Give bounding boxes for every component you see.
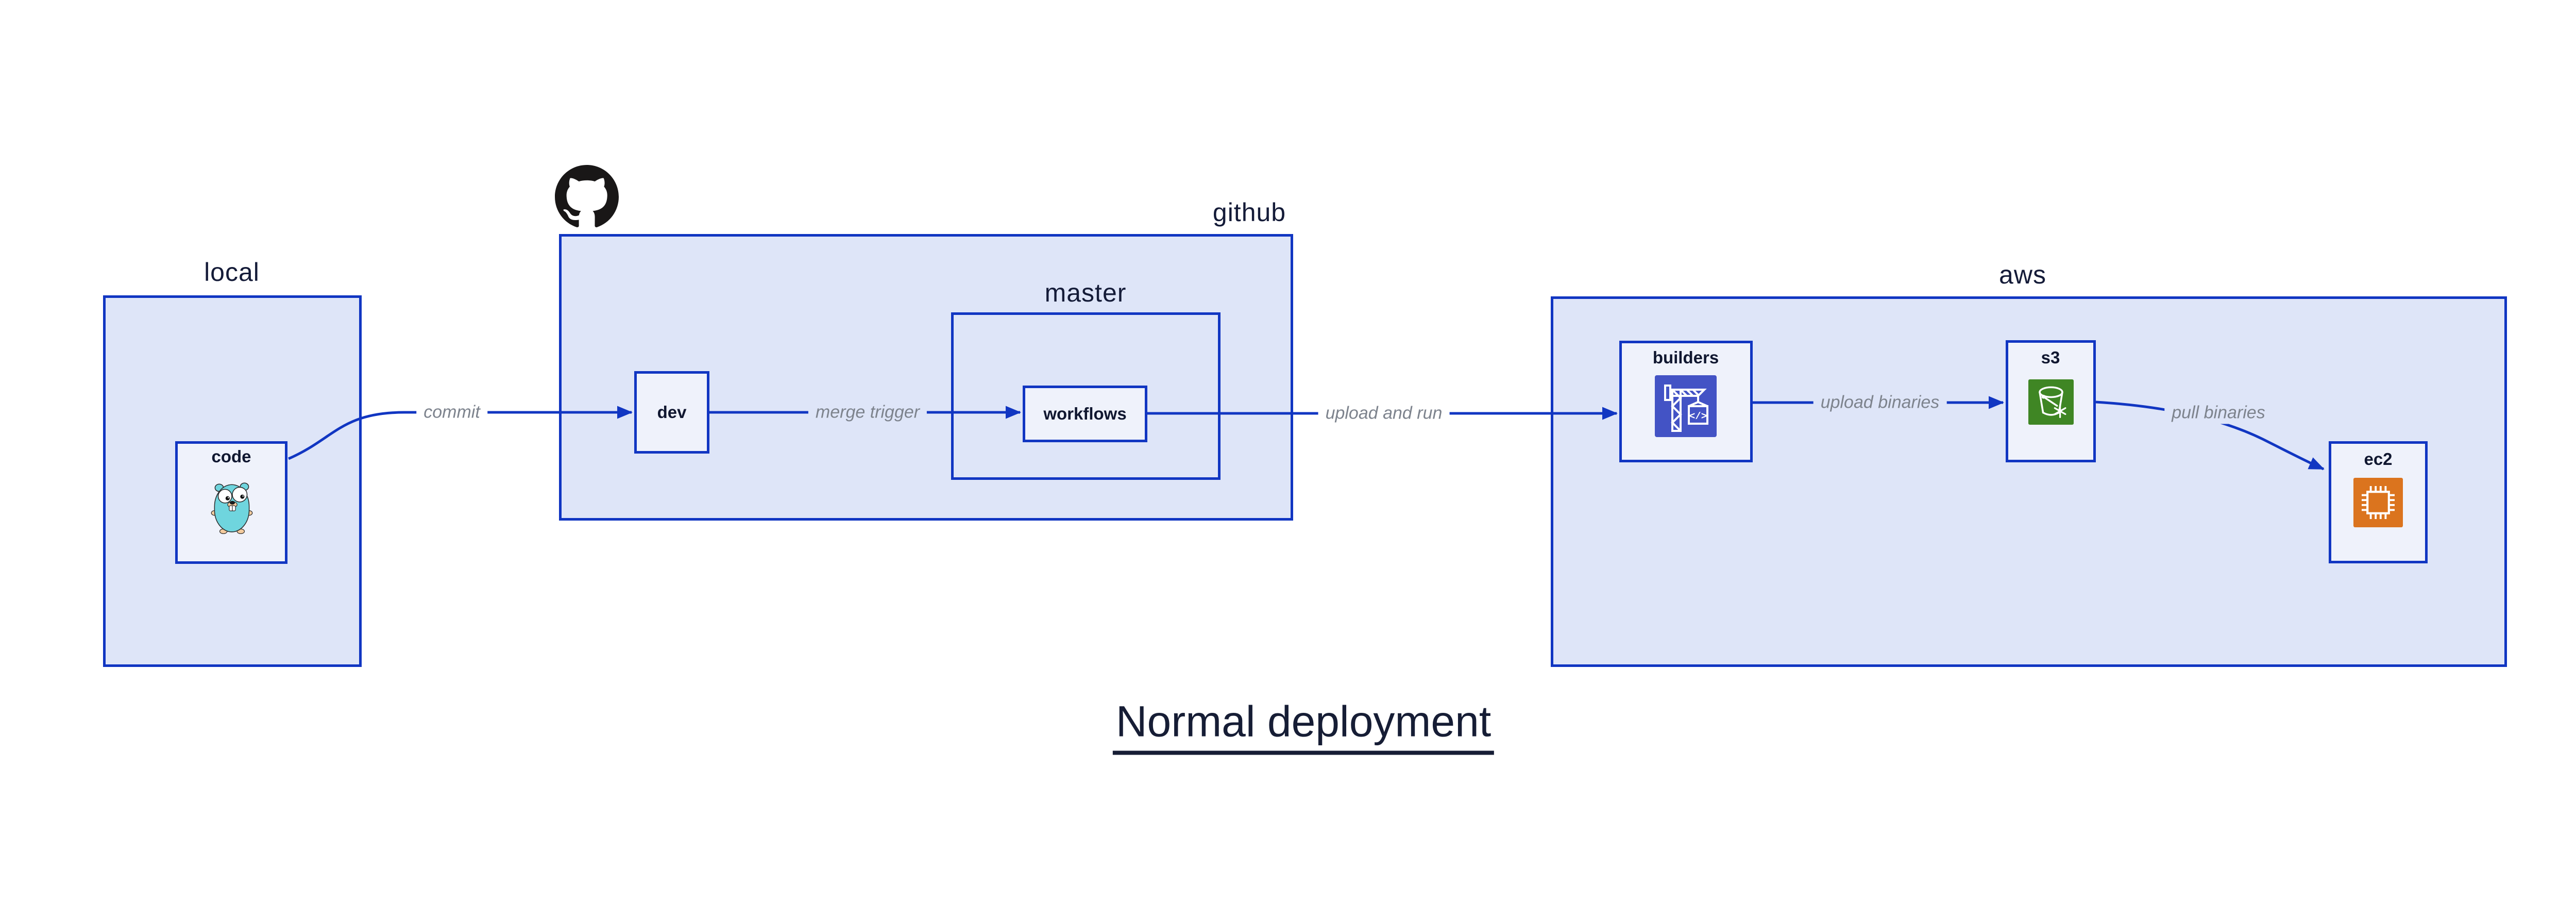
pull-binaries-edge-label: pull binaries [2164, 402, 2273, 424]
aws-s3-bucket-icon [2028, 379, 2074, 425]
go-gopher-icon [211, 478, 253, 534]
workflows-node-label: workflows [1043, 404, 1127, 423]
pull-binaries-arrow [2095, 400, 2325, 471]
upload-and-run-edge-label: upload and run [1318, 402, 1450, 425]
diagram-title: Normal deployment [1112, 697, 1495, 755]
ec2-node [2329, 441, 2428, 563]
github-octocat-icon [555, 165, 619, 229]
code-node-label: code [211, 447, 251, 466]
dev-node [634, 371, 709, 454]
s3-node [2006, 340, 2096, 462]
dev-node-label: dev [657, 403, 687, 422]
master-group-label: master [1044, 278, 1127, 307]
s3-node-label: s3 [2041, 348, 2060, 367]
builders-node-label: builders [1652, 348, 1719, 367]
svg-text:</>: </> [1689, 411, 1707, 422]
merge-trigger-edge-label: merge trigger [808, 401, 927, 424]
commit-arrow [288, 406, 633, 460]
workflows-node [1023, 386, 1147, 442]
upload-binaries-edge-label: upload binaries [1813, 391, 1947, 414]
ec2-node-label: ec2 [2364, 449, 2393, 469]
aws-ec2-chip-icon [2353, 478, 2403, 527]
local-group-label: local [204, 258, 260, 287]
aws-codebuild-crane-icon: </> [1655, 375, 1717, 437]
commit-edge-label: commit [416, 401, 487, 424]
github-group-label: github [1212, 198, 1286, 227]
aws-group-label: aws [1999, 260, 2046, 289]
